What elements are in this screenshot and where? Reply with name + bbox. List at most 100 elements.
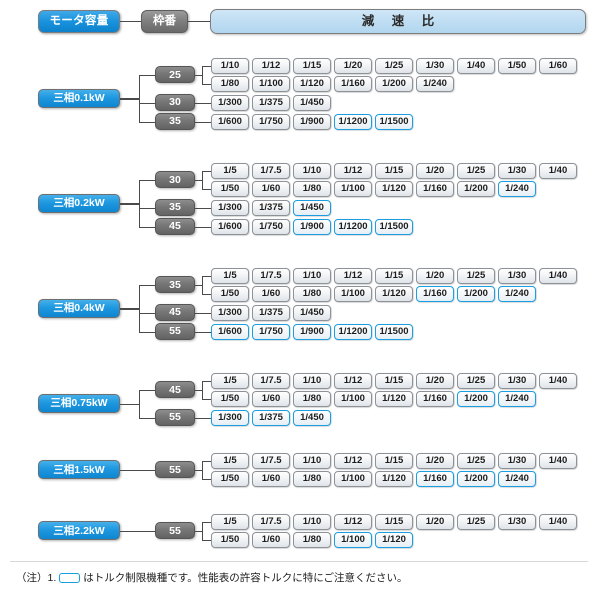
ratio-pill[interactable]: 1/375 <box>252 94 290 111</box>
frame-pill[interactable]: 55 <box>155 461 195 479</box>
ratio-pill[interactable]: 1/1200 <box>334 113 372 130</box>
motor-capacity-pill[interactable]: 三相0.1kW <box>38 88 120 108</box>
ratio-pill[interactable]: 1/10 <box>211 58 249 74</box>
ratio-pill[interactable]: 1/25 <box>457 453 495 469</box>
frame-pill[interactable]: 30 <box>155 171 195 189</box>
ratio-pill[interactable]: 1/200 <box>375 75 413 92</box>
ratio-pill[interactable]: 1/100 <box>334 390 372 407</box>
ratio-pill[interactable]: 1/30 <box>498 514 536 530</box>
ratio-pill[interactable]: 1/120 <box>375 531 413 548</box>
ratio-pill[interactable]: 1/5 <box>211 268 249 284</box>
ratio-pill[interactable]: 1/12 <box>334 453 372 469</box>
frame-pill[interactable]: 35 <box>155 113 195 130</box>
ratio-pill[interactable]: 1/240 <box>416 75 454 92</box>
ratio-pill[interactable]: 1/50 <box>211 531 249 548</box>
ratio-pill[interactable]: 1/1500 <box>375 113 413 130</box>
ratio-pill[interactable]: 1/600 <box>211 323 249 340</box>
ratio-pill[interactable]: 1/5 <box>211 163 249 179</box>
ratio-pill[interactable]: 1/120 <box>375 285 413 302</box>
ratio-pill[interactable]: 1/750 <box>252 323 290 340</box>
ratio-pill[interactable]: 1/25 <box>457 514 495 530</box>
ratio-pill[interactable]: 1/450 <box>293 409 331 426</box>
ratio-pill[interactable]: 1/20 <box>416 514 454 530</box>
ratio-pill[interactable]: 1/7.5 <box>252 453 290 469</box>
ratio-pill[interactable]: 1/200 <box>457 390 495 407</box>
ratio-pill[interactable]: 1/10 <box>293 268 331 284</box>
frame-pill[interactable]: 30 <box>155 94 195 111</box>
ratio-pill[interactable]: 1/1200 <box>334 323 372 340</box>
ratio-pill[interactable]: 1/40 <box>539 453 577 469</box>
ratio-pill[interactable]: 1/5 <box>211 514 249 530</box>
ratio-pill[interactable]: 1/30 <box>416 58 454 74</box>
ratio-pill[interactable]: 1/25 <box>457 163 495 179</box>
motor-capacity-pill[interactable]: 三相0.75kW <box>38 394 120 414</box>
frame-pill[interactable]: 25 <box>155 66 195 84</box>
ratio-pill[interactable]: 1/60 <box>252 470 290 487</box>
ratio-pill[interactable]: 1/20 <box>416 268 454 284</box>
ratio-pill[interactable]: 1/100 <box>334 180 372 197</box>
ratio-pill[interactable]: 1/60 <box>252 285 290 302</box>
ratio-pill[interactable]: 1/120 <box>293 75 331 92</box>
ratio-pill[interactable]: 1/10 <box>293 373 331 389</box>
ratio-pill[interactable]: 1/240 <box>498 470 536 487</box>
ratio-pill[interactable]: 1/5 <box>211 373 249 389</box>
frame-pill[interactable]: 35 <box>155 276 195 294</box>
ratio-pill[interactable]: 1/60 <box>252 390 290 407</box>
ratio-pill[interactable]: 1/40 <box>539 163 577 179</box>
ratio-pill[interactable]: 1/750 <box>252 113 290 130</box>
frame-pill[interactable]: 35 <box>155 199 195 216</box>
ratio-pill[interactable]: 1/25 <box>375 58 413 74</box>
ratio-pill[interactable]: 1/160 <box>416 390 454 407</box>
ratio-pill[interactable]: 1/600 <box>211 113 249 130</box>
frame-pill[interactable]: 55 <box>155 323 195 340</box>
ratio-pill[interactable]: 1/80 <box>293 390 331 407</box>
ratio-pill[interactable]: 1/1500 <box>375 323 413 340</box>
motor-capacity-pill[interactable]: 三相0.2kW <box>38 193 120 213</box>
ratio-pill[interactable]: 1/100 <box>334 531 372 548</box>
ratio-pill[interactable]: 1/100 <box>252 75 290 92</box>
ratio-pill[interactable]: 1/12 <box>334 514 372 530</box>
ratio-pill[interactable]: 1/15 <box>375 268 413 284</box>
ratio-pill[interactable]: 1/10 <box>293 514 331 530</box>
ratio-pill[interactable]: 1/10 <box>293 163 331 179</box>
ratio-pill[interactable]: 1/50 <box>211 285 249 302</box>
ratio-pill[interactable]: 1/25 <box>457 373 495 389</box>
ratio-pill[interactable]: 1/20 <box>416 453 454 469</box>
motor-capacity-pill[interactable]: 三相0.4kW <box>38 298 120 318</box>
ratio-pill[interactable]: 1/450 <box>293 304 331 321</box>
ratio-pill[interactable]: 1/7.5 <box>252 163 290 179</box>
ratio-pill[interactable]: 1/450 <box>293 94 331 111</box>
ratio-pill[interactable]: 1/15 <box>375 514 413 530</box>
ratio-pill[interactable]: 1/60 <box>539 58 577 74</box>
ratio-pill[interactable]: 1/200 <box>457 180 495 197</box>
ratio-pill[interactable]: 1/1200 <box>334 218 372 235</box>
ratio-pill[interactable]: 1/200 <box>457 470 495 487</box>
ratio-pill[interactable]: 1/12 <box>252 58 290 74</box>
ratio-pill[interactable]: 1/10 <box>293 453 331 469</box>
ratio-pill[interactable]: 1/160 <box>416 470 454 487</box>
ratio-pill[interactable]: 1/40 <box>539 373 577 389</box>
ratio-pill[interactable]: 1/60 <box>252 531 290 548</box>
ratio-pill[interactable]: 1/240 <box>498 180 536 197</box>
ratio-pill[interactable]: 1/50 <box>498 58 536 74</box>
ratio-pill[interactable]: 1/20 <box>416 373 454 389</box>
ratio-pill[interactable]: 1/120 <box>375 180 413 197</box>
ratio-pill[interactable]: 1/100 <box>334 470 372 487</box>
ratio-pill[interactable]: 1/160 <box>416 180 454 197</box>
ratio-pill[interactable]: 1/50 <box>211 470 249 487</box>
ratio-pill[interactable]: 1/600 <box>211 218 249 235</box>
ratio-pill[interactable]: 1/1500 <box>375 218 413 235</box>
ratio-pill[interactable]: 1/80 <box>293 531 331 548</box>
ratio-pill[interactable]: 1/375 <box>252 199 290 216</box>
ratio-pill[interactable]: 1/240 <box>498 285 536 302</box>
ratio-pill[interactable]: 1/200 <box>457 285 495 302</box>
ratio-pill[interactable]: 1/900 <box>293 323 331 340</box>
motor-capacity-pill[interactable]: 三相2.2kW <box>38 521 120 541</box>
ratio-pill[interactable]: 1/300 <box>211 304 249 321</box>
ratio-pill[interactable]: 1/5 <box>211 453 249 469</box>
ratio-pill[interactable]: 1/40 <box>539 514 577 530</box>
ratio-pill[interactable]: 1/60 <box>252 180 290 197</box>
ratio-pill[interactable]: 1/15 <box>293 58 331 74</box>
ratio-pill[interactable]: 1/12 <box>334 373 372 389</box>
ratio-pill[interactable]: 1/12 <box>334 163 372 179</box>
